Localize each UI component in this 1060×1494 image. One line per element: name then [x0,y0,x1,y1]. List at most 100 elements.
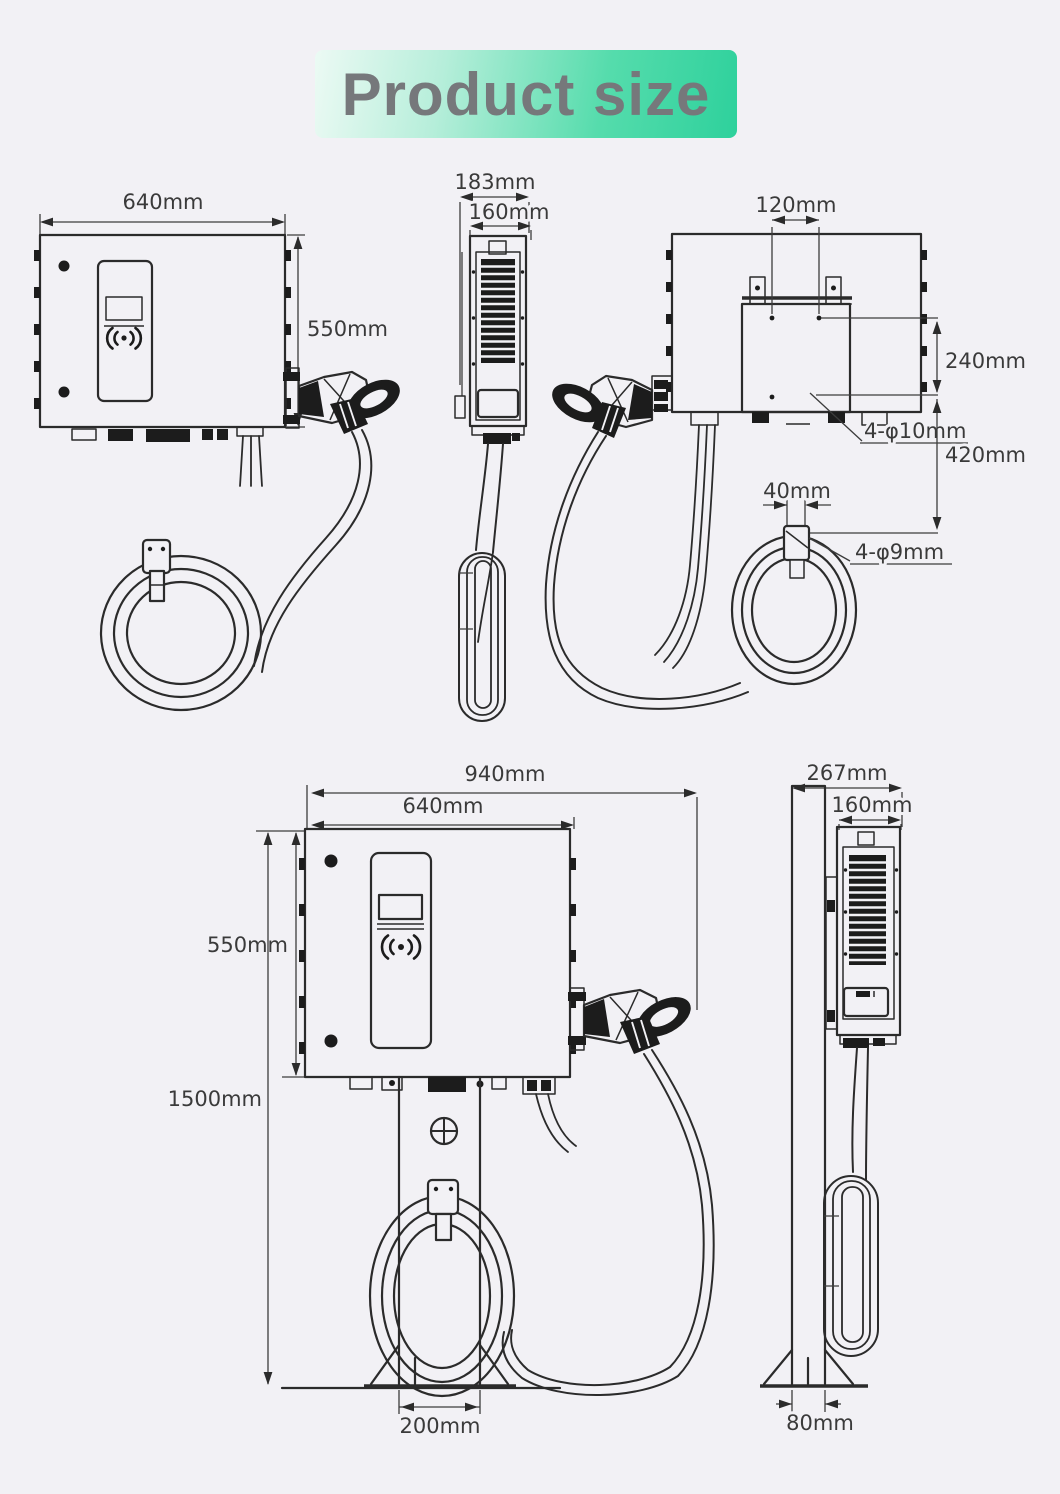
callout-rear-hole-size: 4-φ10mm [809,392,969,446]
cabinet-outline [303,827,572,1079]
mount-hole [769,394,775,400]
cable-coil-side [458,552,506,722]
mounting-plate [740,302,852,414]
dim-floor-side-body-depth: 160mm [829,790,916,830]
dim-rear-hook-drop: 420mm [808,399,1029,534]
cabinet-edge-latches-rear [666,250,927,392]
cable-front [253,429,373,673]
dim-label-wall-front-height: 550mm [307,317,388,341]
dim-label-floor-body-width: 640mm [403,794,484,818]
dim-label-rear-hole-size: 4-φ10mm [864,419,966,443]
floor-side-view: 267mm 160mm [760,758,916,1438]
dim-label-rear-hole-spacing: 120mm [756,193,837,217]
dim-label-floor-pole-width: 80mm [786,1411,854,1435]
wall-rear-view: 120mm 240mm 4-φ10mm 420mm [544,190,1029,710]
wall-bracket-hook [454,395,466,419]
gun-handle-ring [552,383,604,423]
charger-cabinet-side [454,234,528,444]
dim-rear-hole-drop: 240mm [816,317,1029,396]
cable-floor-loop [501,1049,715,1396]
wall-front-view: 640mm 550mm [34,187,400,712]
rfid-icon [380,934,422,960]
mount-hole [816,315,822,321]
dim-wall-front-height: 550mm [287,234,391,428]
dim-label-rear-hole-drop: 240mm [945,349,1026,373]
side-display [476,388,520,419]
dim-label-wall-front-width: 640mm [123,190,204,214]
gun-nozzle [584,999,610,1037]
dim-wall-side-body-depth: 160mm [466,197,553,240]
dim-floor-overall-height: 1500mm [165,832,273,1385]
control-panel [369,851,433,1050]
cable-hook-front [141,538,172,603]
dim-wall-front-width: 640mm [39,187,286,235]
gun-nozzle [299,381,324,417]
dim-label-floor-side-depth: 267mm [807,761,888,785]
cabinet-bottom-fittings [349,1076,556,1095]
dim-label-wall-side-body-depth: 160mm [469,200,550,224]
dim-label-rear-hook-drop: 420mm [945,443,1026,467]
cabinet-rear-feet [690,411,888,426]
gun-grip [330,398,368,434]
mounting-bracket-left [749,276,766,305]
dim-label-floor-side-body-depth: 160mm [832,793,913,817]
dim-floor-pole-width: 80mm [776,1390,857,1438]
cable-side [475,443,504,643]
dim-wall-side-depth: 183mm [452,167,539,385]
cabinet-bottom-fittings [71,426,264,487]
screw-bottom [58,386,70,398]
cable-hook-rear [782,524,811,579]
mounting-bracket-right [825,276,842,305]
control-panel [96,259,154,403]
cable-coil-floor-side [823,1175,879,1357]
cable-hook-floor [426,1178,460,1242]
screw-bottom [324,1034,338,1048]
cabinet-edge-latches [299,858,576,1054]
dim-rear-hook-spacing: 40mm [760,476,834,526]
dim-floor-body-width: 640mm [311,791,575,830]
screw-top [58,260,70,272]
heat-sink-fins [849,855,886,965]
cable-coil-front [99,554,263,712]
side-display [842,986,890,1018]
gun-grip [620,1016,660,1054]
dim-floor-overall-width: 940mm [306,759,698,1010]
dim-label-wall-side-depth: 183mm [455,170,536,194]
dim-label-hook-hole-size: 4-φ9mm [855,540,944,564]
display-screen [105,296,143,321]
mount-hole [769,315,775,321]
charging-gun-floor [568,987,691,1054]
dim-label-floor-base-width: 200mm [400,1414,481,1438]
pedestal-pole-side [760,784,868,1388]
dim-floor-side-depth: 267mm [792,758,903,827]
cabinet-rear-outline [670,232,923,414]
charger-cabinet-rear [651,232,927,426]
charger-cabinet-front [34,233,291,487]
gun-handle-ring [348,379,400,419]
pedestal-pole-front [364,1075,516,1388]
title-banner: Product size [315,50,737,138]
charger-cabinet-floor-side [825,825,902,1048]
cabinet-outline [38,233,287,429]
dim-floor-base-width: 200mm [397,1390,484,1441]
charger-cabinet-floor-front [299,827,576,1095]
floor-front-view: 940mm 640mm 550mm 1500mm [165,759,715,1441]
dim-rear-hole-spacing: 120mm [753,190,840,314]
dim-label-floor-body-height: 550mm [207,933,288,957]
panel-divider [377,923,424,930]
display-screen [377,893,424,921]
base-gussets [762,1348,855,1386]
pole-bracket [825,876,838,1030]
gun-nozzle [628,384,652,420]
page-title: Product size [341,60,711,128]
dim-label-floor-overall-height: 1500mm [168,1087,262,1111]
cable-floor-side [851,1047,869,1181]
cabinet-edge-latches [34,250,291,409]
charging-gun-front [283,367,400,434]
keyhole-symbol [429,1116,459,1146]
dim-floor-body-height: 550mm [204,830,305,1078]
wall-side-view: 183mm 160mm [452,167,553,722]
cable-rear [654,424,716,669]
